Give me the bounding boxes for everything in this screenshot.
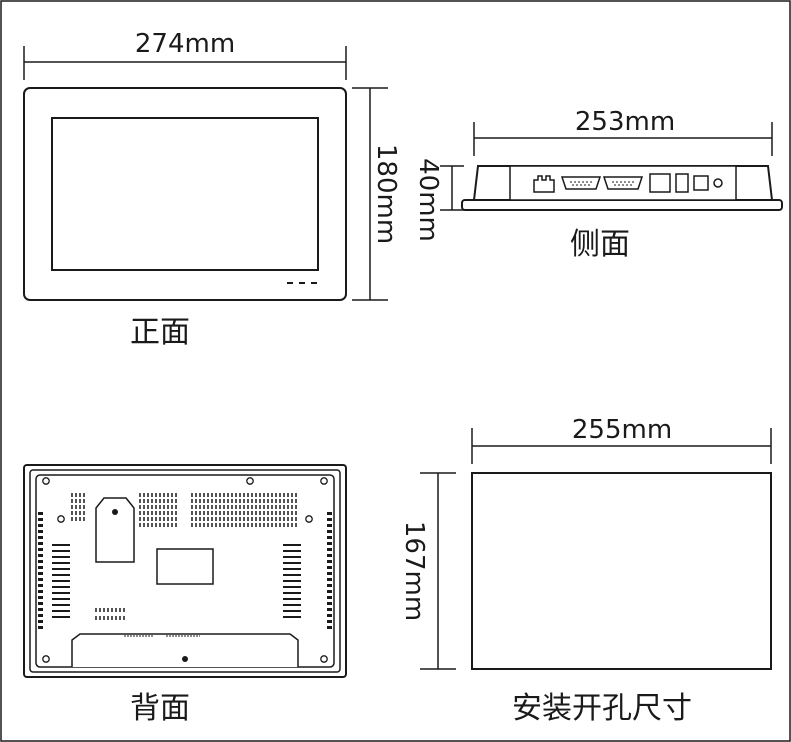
screw-hole-icon: [57, 515, 65, 523]
front-height-dimension: 180mm: [352, 87, 401, 301]
front-screen: [51, 117, 319, 271]
edge-slot: [327, 584, 332, 587]
edge-slot: [327, 536, 332, 539]
battery-cover: [95, 497, 135, 563]
edge-slot: [327, 542, 332, 545]
back-view: [23, 464, 347, 678]
edge-slot: [327, 560, 332, 563]
edge-slot: [38, 530, 43, 533]
cutout-rectangle: [471, 472, 772, 670]
screw-hole-icon: [320, 655, 328, 663]
edge-slot: [38, 614, 43, 617]
edge-slot: [38, 512, 43, 515]
edge-slot: [38, 620, 43, 623]
side-width-dimension: 253mm: [473, 107, 773, 156]
front-width-dimension: 274mm: [23, 29, 347, 80]
ethernet-port-icon: [649, 173, 671, 193]
label-plate: [156, 548, 214, 585]
back-caption: 背面: [130, 691, 190, 726]
cutout-width-dimension: 255mm: [471, 415, 772, 464]
edge-slot: [327, 530, 332, 533]
edge-slot: [327, 608, 332, 611]
back-edge-slots-left: [38, 512, 43, 629]
front-view: [23, 87, 347, 301]
screw-hole-icon: [42, 477, 50, 485]
edge-slot: [327, 596, 332, 599]
edge-slot: [327, 590, 332, 593]
edge-slot: [38, 548, 43, 551]
screw-hole-icon: [42, 655, 50, 663]
front-width-label: 274mm: [135, 29, 235, 59]
edge-slot: [327, 620, 332, 623]
edge-slot: [327, 548, 332, 551]
back-io-screw-icon: [182, 656, 188, 662]
back-edge-slots-right: [327, 512, 332, 629]
side-io-panel: [509, 165, 737, 201]
edge-slot: [38, 584, 43, 587]
edge-slot: [38, 572, 43, 575]
usb-port-icon: [675, 173, 689, 193]
serial-port-2-icon: [602, 176, 644, 190]
edge-slot: [38, 578, 43, 581]
back-io-housing: [71, 633, 299, 667]
power-terminal-icon: [533, 175, 555, 193]
edge-slot: [38, 602, 43, 605]
back-vent-groups: [52, 493, 301, 620]
serial-port-1-icon: [560, 176, 602, 190]
cutout-caption: 安装开孔尺寸: [512, 691, 692, 726]
screw-hole-icon: [246, 477, 254, 485]
edge-slot: [327, 578, 332, 581]
edge-slot: [38, 626, 43, 629]
usb-b-port-icon: [693, 175, 709, 191]
edge-slot: [327, 572, 332, 575]
cutout-height-label: 167mm: [399, 521, 429, 621]
edge-slot: [38, 566, 43, 569]
edge-slot: [38, 524, 43, 527]
edge-slot: [38, 590, 43, 593]
edge-slot: [327, 554, 332, 557]
battery-cover-screw-icon: [112, 509, 118, 515]
back-flange: [29, 469, 341, 673]
screw-hole-icon: [305, 515, 313, 523]
edge-slot: [327, 626, 332, 629]
side-view: [461, 165, 783, 211]
edge-slot: [38, 608, 43, 611]
edge-slot: [38, 542, 43, 545]
front-height-label: 180mm: [371, 144, 401, 244]
edge-slot: [38, 518, 43, 521]
front-caption: 正面: [130, 315, 190, 350]
side-depth-dimension: 40mm: [413, 158, 464, 242]
edge-slot: [327, 602, 332, 605]
side-caption: 侧面: [570, 227, 630, 262]
side-depth-label: 40mm: [413, 158, 443, 242]
screw-hole-icon: [320, 477, 328, 485]
edge-slot: [327, 614, 332, 617]
cutout-width-label: 255mm: [572, 415, 672, 445]
edge-slot: [38, 596, 43, 599]
edge-slot: [38, 554, 43, 557]
edge-slot: [38, 560, 43, 563]
side-width-label: 253mm: [575, 107, 675, 137]
cutout-height-dimension: 167mm: [399, 472, 456, 670]
edge-slot: [327, 566, 332, 569]
edge-slot: [327, 512, 332, 515]
reset-button-icon: [713, 178, 723, 188]
edge-slot: [327, 518, 332, 521]
edge-slot: [38, 536, 43, 539]
edge-slot: [327, 524, 332, 527]
side-front-lip: [461, 199, 783, 211]
